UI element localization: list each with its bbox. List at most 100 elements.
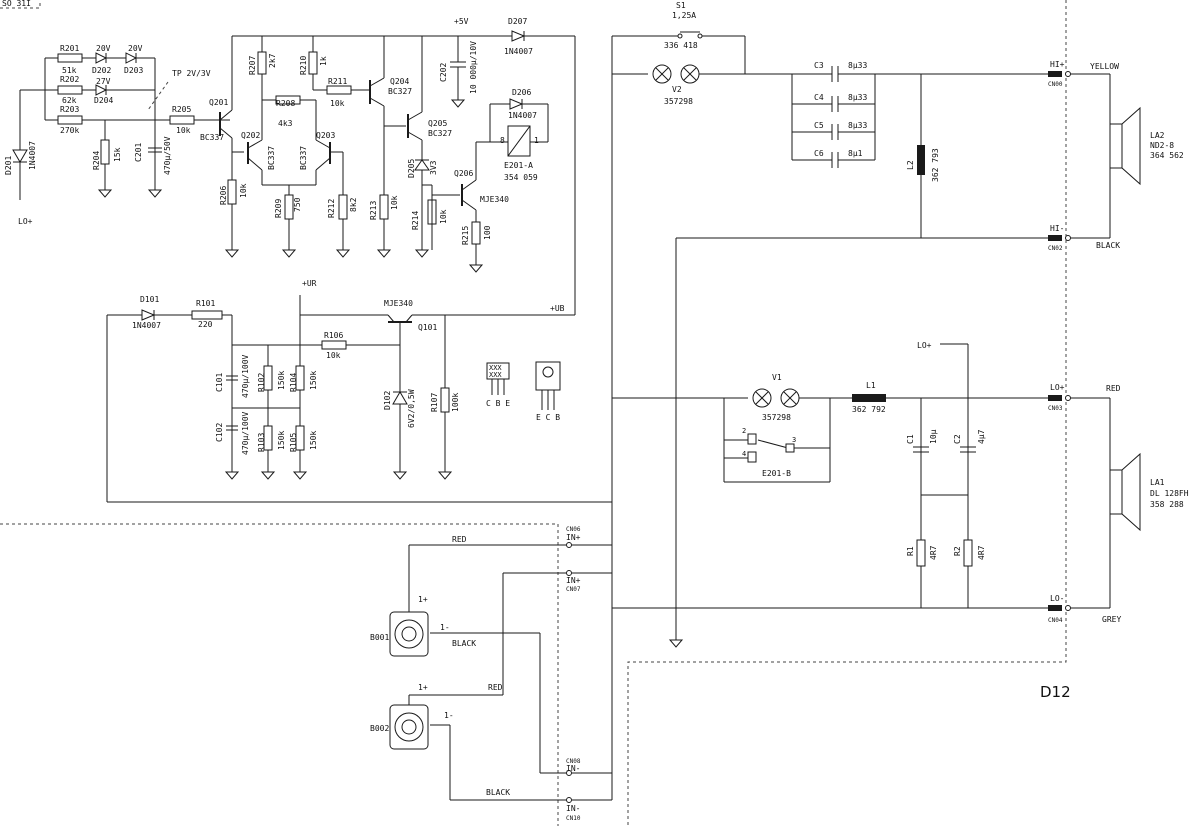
e201a-ref: E201-A — [504, 161, 533, 170]
e201b-ref: E201-B — [762, 469, 791, 478]
d205-val: 3V3 — [429, 160, 438, 175]
hi-plus-label: HI+ — [1050, 60, 1065, 69]
q203-val: BC337 — [299, 146, 308, 170]
r201-val: 51k — [62, 66, 77, 75]
r202-ref: R202 — [60, 75, 79, 84]
r2-ref: R2 — [953, 546, 962, 556]
la2-part: 364 562 — [1150, 151, 1184, 160]
v2-ref: V2 — [672, 85, 682, 94]
c4-val: 8µ33 — [848, 93, 867, 102]
power-supply-circuit — [106, 295, 612, 503]
l1-val: 362 792 — [852, 405, 886, 414]
r209-ref: R209 — [274, 199, 283, 218]
l1-ref: L1 — [866, 381, 876, 390]
yellow-wire-label: YELLOW — [1090, 62, 1119, 71]
d202-val: 20V — [96, 44, 111, 53]
plus5v-label: +5V — [454, 17, 469, 26]
s1-rating: 1,25A — [672, 11, 696, 20]
r210-val: 1k — [319, 56, 328, 66]
q101-val: MJE340 — [384, 299, 413, 308]
c4-ref: C4 — [814, 93, 824, 102]
in4-label: IN- — [566, 804, 580, 813]
ur-label: +UR — [302, 279, 317, 288]
b002-ref: B002 — [370, 724, 389, 733]
e201a-val: 354 059 — [504, 173, 538, 182]
r103-val: 150k — [277, 431, 286, 450]
hi-minus-label: HI- — [1050, 224, 1064, 233]
q202-val: BC337 — [267, 146, 276, 170]
c6-val: 8µ1 — [848, 149, 863, 158]
in3-label: IN- — [566, 764, 580, 773]
r209-val: 750 — [293, 197, 302, 212]
r102-ref: R102 — [257, 373, 266, 392]
d101-val: 1N4007 — [132, 321, 161, 330]
tweeter-speaker-icon — [1109, 123, 1123, 169]
r212-ref: R212 — [327, 199, 336, 218]
c102-ref: C102 — [215, 423, 224, 442]
e201a-pin1: 1 — [534, 136, 539, 145]
c202-val: 10 000µ/10V — [469, 41, 478, 94]
cbe-pinout: C B E — [486, 399, 510, 408]
block-id: D12 — [1040, 683, 1071, 701]
black-in1-label: BLACK — [452, 639, 476, 648]
black-wire-label: BLACK — [1096, 241, 1120, 250]
cn03-label: CN03 — [1048, 405, 1063, 412]
q201-val: BC337 — [200, 133, 224, 142]
grey-wire-label: GREY — [1102, 615, 1121, 624]
r213-val: 10k — [390, 195, 399, 210]
cn02-label: CN02 — [1048, 245, 1063, 252]
r212-val: 8k2 — [349, 197, 358, 212]
r201-ref: R201 — [60, 44, 79, 53]
r1-val: 4R7 — [929, 545, 938, 560]
r101-ref: R101 — [196, 299, 215, 308]
corner-fragment: SO 31I — [2, 0, 31, 8]
b001-pin-plus: 1+ — [418, 595, 428, 604]
r104-val: 150k — [309, 371, 318, 390]
cn00-label: CN00 — [1048, 81, 1063, 88]
r103-ref: R103 — [257, 433, 266, 452]
r202-val: 62k — [62, 96, 77, 105]
red-in1-label: RED — [452, 535, 467, 544]
r205-val: 10k — [176, 126, 191, 135]
dashed-boundaries — [0, 0, 1067, 826]
c1-ref: C1 — [906, 434, 915, 444]
red-wire-label: RED — [1106, 384, 1121, 393]
ecb-pinout: E C B — [536, 413, 560, 422]
q205-ref: Q205 — [428, 119, 447, 128]
r203-ref: R203 — [60, 105, 79, 114]
r206-val: 10k — [239, 183, 248, 198]
cn04-label: CN04 — [1048, 617, 1063, 624]
r213-ref: R213 — [369, 201, 378, 220]
r208-val: 4k3 — [278, 119, 293, 128]
la1-val: DL 128FH — [1150, 489, 1189, 498]
r207-val: 2k7 — [268, 53, 277, 68]
la1-ref: LA1 — [1150, 478, 1165, 487]
d201-val: 1N4007 — [28, 141, 37, 170]
c202-ref: C202 — [439, 63, 448, 82]
d202-ref: D202 — [92, 66, 111, 75]
b001-ref: B001 — [370, 633, 389, 642]
cn07-label: CN07 — [566, 586, 581, 593]
r106-val: 10k — [326, 351, 341, 360]
woofer-speaker-icon — [1109, 469, 1123, 515]
control-labels: R201 51k R202 62k R203 270k 20V D202 20V… — [4, 17, 539, 245]
la1-part: 358 288 — [1150, 500, 1184, 509]
crossover-labels: S1 1,25A 336 418 V2 357298 C3 8µ33 C4 8µ… — [370, 1, 1189, 822]
e201b-pin4: 4 — [742, 450, 746, 458]
c3-ref: C3 — [814, 61, 824, 70]
r101-val: 220 — [198, 320, 213, 329]
r214-ref: R214 — [411, 211, 420, 230]
lo-plus-label: LO+ — [1050, 383, 1065, 392]
e201b-pin3: 3 — [792, 436, 796, 444]
d204-val: 27V — [96, 77, 111, 86]
d102-ref: D102 — [383, 391, 392, 410]
q204-ref: Q204 — [390, 77, 409, 86]
q201-ref: Q201 — [209, 98, 228, 107]
r102-val: 150k — [277, 371, 286, 390]
c5-ref: C5 — [814, 121, 824, 130]
r211-val: 10k — [330, 99, 345, 108]
s1-part: 336 418 — [664, 41, 698, 50]
l2-val: 362 793 — [931, 148, 940, 182]
l2-ref: L2 — [906, 160, 915, 170]
